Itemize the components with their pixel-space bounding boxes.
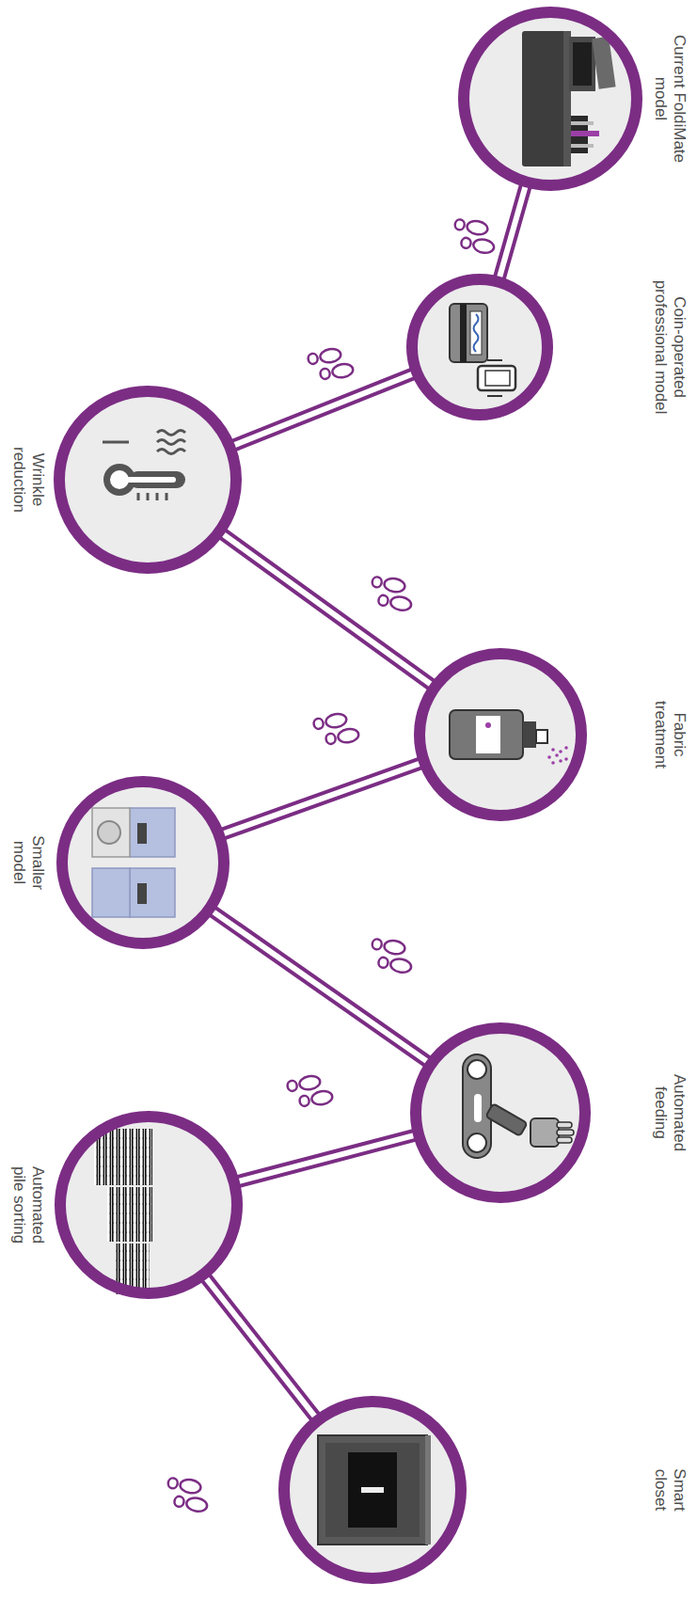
robot-arm-icon	[462, 1054, 574, 1158]
connector-rail	[223, 767, 423, 839]
milestone-circle: Coin-operated professional model	[406, 273, 554, 421]
milestone-circle: Smart closet	[278, 1395, 467, 1585]
milestone-label: Smart closet	[650, 1456, 688, 1524]
piles-icon	[94, 1128, 153, 1295]
milestone-label: Automated feeding	[650, 1064, 688, 1161]
connector-rail	[220, 537, 430, 689]
milestone-circle: Automated feeding	[410, 1022, 591, 1204]
connector-rail	[237, 1130, 414, 1177]
footprint	[367, 936, 415, 974]
connector-rail	[209, 915, 426, 1066]
footprint	[367, 574, 415, 612]
thermometer-icon	[102, 430, 186, 502]
milestone-circle: Wrinkle reduction	[53, 385, 242, 574]
double-connector	[209, 907, 431, 1067]
connector-rail	[224, 529, 435, 682]
double-connector	[231, 369, 415, 451]
disc	[413, 281, 546, 413]
payment-icon	[449, 303, 516, 397]
pile	[115, 1243, 150, 1295]
connector-rail	[208, 1274, 319, 1415]
footprint	[312, 711, 360, 748]
pile	[107, 1187, 153, 1242]
connector-rail	[235, 378, 415, 450]
milestone-label: Wrinkle reduction	[9, 437, 47, 523]
milestone-circle: Current FoldiMate model	[458, 6, 643, 191]
foldimate-icon	[522, 31, 617, 167]
connector-rail	[215, 907, 431, 1059]
disc-grounds	[61, 14, 635, 1577]
disc	[285, 1403, 460, 1577]
footprint	[450, 217, 498, 254]
pile	[94, 1128, 153, 1186]
disc	[61, 393, 235, 567]
connector-rail	[238, 1140, 416, 1187]
milestone-circle: Fabric treatment	[413, 648, 587, 822]
connector-rail	[494, 184, 522, 278]
footprint	[285, 1073, 333, 1110]
connector-rail	[231, 369, 412, 442]
double-connector	[494, 184, 531, 280]
spray-can-icon	[449, 710, 569, 765]
disc	[417, 1029, 584, 1196]
connector-rail	[202, 1280, 313, 1421]
double-connector	[237, 1130, 417, 1187]
disc	[465, 14, 635, 184]
double-connector	[220, 529, 435, 689]
milestone-label: Fabric treatment	[650, 692, 688, 777]
milestone-label: Coin-operated professional model	[650, 266, 688, 428]
smart-closet-icon	[317, 1435, 431, 1545]
milestone-circle: Smaller model	[56, 776, 230, 950]
milestone-circle: Automated pile sorting	[54, 1110, 243, 1299]
connector-rail	[221, 759, 420, 830]
double-connector	[221, 759, 423, 840]
double-connector	[202, 1274, 320, 1421]
milestone-label: Smaller model	[9, 823, 47, 902]
footprint	[306, 346, 354, 383]
disc	[63, 783, 222, 942]
disc	[421, 655, 580, 814]
small-machine-icon	[92, 807, 175, 918]
milestone-label: Current FoldiMate model	[650, 31, 688, 166]
milestone-label: Automated pile sorting	[9, 1155, 47, 1255]
footprint	[163, 1475, 211, 1513]
